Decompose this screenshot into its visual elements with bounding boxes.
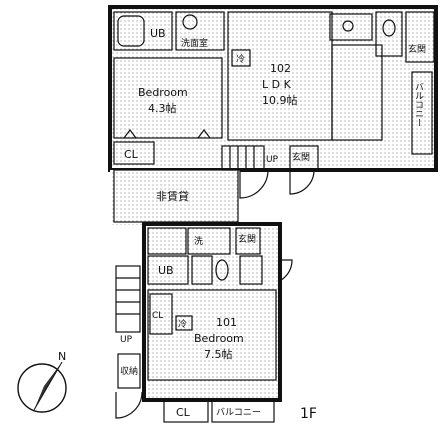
unit-102-ub-label: UB: [150, 27, 166, 40]
unit-102-ldk: 冷 102 L D K 10.9帖: [227, 11, 383, 141]
unit-101-ub-label: UB: [158, 264, 174, 277]
unit-101-bedroom: CL 冷 101 Bedroom 7.5帖: [147, 289, 277, 381]
unit-101-closet-side-label: CL: [152, 311, 163, 321]
unit-102-stairs: UP 玄関: [221, 145, 319, 171]
unit-101-washer-label: 洗: [194, 235, 203, 247]
unit-102-entrance: 玄関: [375, 11, 435, 63]
unit-101-walls: [142, 222, 282, 402]
unit-102-washroom: 洗面室: [175, 11, 225, 51]
kitchen-icon: [329, 13, 373, 41]
unit-102-bathroom: UB: [113, 11, 173, 51]
stairs-icon: [221, 145, 265, 171]
unit-101-storage-label: 収納: [120, 365, 138, 377]
toilet-icon: [382, 19, 396, 37]
unit-102-ldk-label: L D K: [262, 78, 292, 91]
unit-101-closet-label: CL: [176, 406, 191, 419]
unit-101-bedroom-label: Bedroom: [194, 332, 244, 345]
unit-102-bedroom: Bedroom 4.3帖: [113, 57, 223, 139]
north-arrow-icon: N: [17, 350, 67, 413]
unit-101-bottom: CL バルコニー: [163, 399, 275, 423]
unit-101-entrance-label: 玄関: [238, 233, 256, 245]
unit-101-bedroom-size: 7.5帖: [204, 348, 233, 361]
unit-102-closet: CL: [113, 141, 155, 165]
unit-101-stairs-label: UP: [120, 335, 133, 345]
unit-102-shoebox-label: 玄関: [292, 151, 310, 163]
unit-101-balcony-label: バルコニー: [216, 407, 261, 418]
unit-102-balcony: バルコニー: [411, 71, 433, 155]
unit-101-bath-area: 洗 玄関 UB: [147, 227, 263, 285]
stairs-icon: [115, 265, 141, 333]
unit-102-fridge-label: 冷: [236, 53, 245, 65]
unit-101-number: 101: [216, 316, 237, 329]
unit-102-balcony-label: バルコニー: [413, 82, 424, 127]
north-label: N: [58, 350, 66, 363]
unit-102-number: 102: [270, 62, 291, 75]
unit-102-stairs-label: UP: [266, 155, 279, 165]
fridge-icon: [231, 49, 251, 67]
unit-102-ldk-size: 10.9帖: [262, 94, 298, 107]
floor-label: 1F: [300, 406, 317, 422]
unit-101-stairs: UP 収納: [115, 265, 143, 419]
bathtub-icon: [117, 15, 145, 47]
toilet-icon: [215, 259, 229, 281]
unit-101-fridge-label: 冷: [178, 318, 187, 330]
unit-102-washroom-label: 洗面室: [181, 37, 208, 49]
unit-102-bedroom-label: Bedroom: [138, 86, 188, 99]
corridor-label: 非賃貸: [156, 189, 189, 203]
unit-102-closet-label: CL: [124, 148, 139, 161]
unit-102-entrance-label: 玄関: [408, 43, 426, 55]
unit-102-bedroom-size: 4.3帖: [148, 102, 177, 115]
washbasin-icon: [182, 14, 198, 30]
